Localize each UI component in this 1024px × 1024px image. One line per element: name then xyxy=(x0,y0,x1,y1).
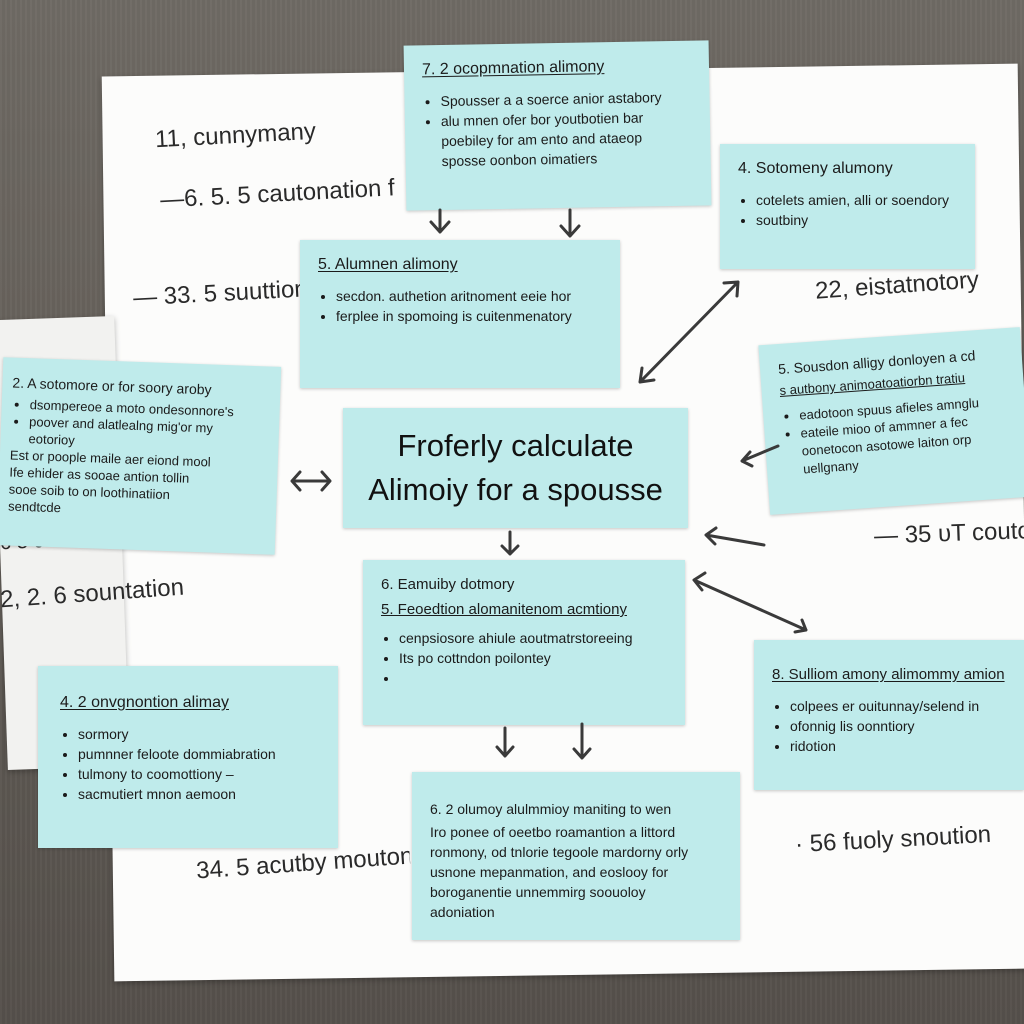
note-text: usnone mepanmation, and eoslooy for xyxy=(430,864,669,880)
paper-label: — 35 υT couto xyxy=(873,517,1024,550)
note-item: Its po cottndon poilontey xyxy=(399,648,671,668)
note-item: sormory xyxy=(78,724,324,744)
note-title: 5. Alumnen alimony xyxy=(318,256,458,273)
note-item: ferplee in spomoing is cuitenmenatory xyxy=(336,306,606,326)
note-item: cenpsiosore ahiule aoutmatrstoreeing xyxy=(399,628,671,648)
note-item: colpees er ouitunnay/selend in xyxy=(790,696,1010,716)
note-subtitle: 5. Feoedtion alomanitenom acmtiony xyxy=(381,601,627,618)
central-topic-line: Froferly calculate xyxy=(397,428,634,463)
note-text: sposse oonbon oimatiers xyxy=(441,150,598,170)
note-top: 7. 2 ocopmnation alimony Spousser a a so… xyxy=(403,40,712,211)
note-item: soutbiny xyxy=(756,210,961,230)
note-text: adoniation xyxy=(430,904,495,920)
note-lower: 6. Eamuiby dotmory 5. Feoedtion alomanit… xyxy=(363,560,685,725)
note-title: 6. Eamuiby dotmory xyxy=(381,576,515,593)
note-item: ridotion xyxy=(790,736,1010,756)
note-title: 8. Sulliom amony alimommy amion xyxy=(772,666,1005,683)
note-item xyxy=(399,668,671,688)
central-topic-note: Froferly calculate Alimoiy for a spousse xyxy=(343,408,688,528)
note-right: 5. Sousdon alligy donloyen a cd s autbon… xyxy=(758,327,1024,515)
note-title: 7. 2 ocopmnation alimony xyxy=(421,58,605,79)
note-text: ronmony, od tnlorie tegoole mardorny orl… xyxy=(430,844,689,860)
note-left: 2. A sotomore or for soory aroby dsomper… xyxy=(0,357,282,555)
note-item: ofonnig lis oonntiory xyxy=(790,716,1010,736)
note-item: secdon. authetion aritnoment eeie hor xyxy=(336,286,606,306)
note-item: pumnner feloote dommiabration xyxy=(78,744,324,764)
note-title: 4. Sotomeny alumony xyxy=(738,160,893,177)
note-title: 6. 2 olumoy alulmmioy maniting to wen xyxy=(430,801,672,817)
central-topic-line: Alimoiy for a spousse xyxy=(368,472,663,507)
note-lower-right: 8. Sulliom amony alimommy amion colpees … xyxy=(754,640,1024,790)
note-item: cotelets amien, alli or soendory xyxy=(756,190,961,210)
note-bottom: 6. 2 olumoy alulmmioy maniting to wen Ir… xyxy=(412,772,740,940)
note-title: 4. 2 onvgnontion alimay xyxy=(60,694,229,711)
note-middle: 5. Alumnen alimony secdon. authetion ari… xyxy=(300,240,620,388)
note-top-right: 4. Sotomeny alumony cotelets amien, alli… xyxy=(720,144,975,269)
note-item: sacmutiert mnon aemoon xyxy=(78,784,324,804)
note-text: Iro ponee of oeetbo roamantion a littord xyxy=(430,824,676,840)
note-item: tulmony to coomottiony – xyxy=(78,764,324,784)
note-bottom-left: 4. 2 onvgnontion alimay sormory pumnner … xyxy=(38,666,338,848)
note-text: boroganentie unnemmirg soouoloy xyxy=(430,884,646,900)
